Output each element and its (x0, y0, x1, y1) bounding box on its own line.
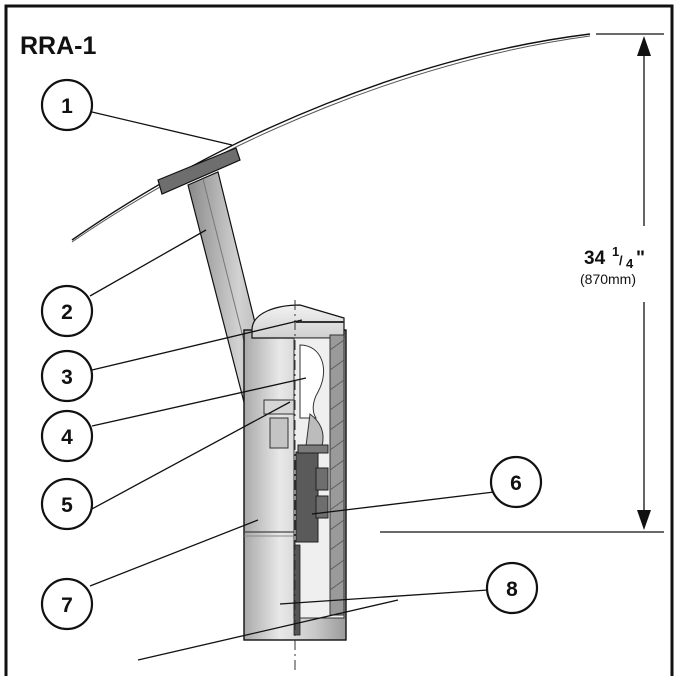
callout-1: 1 (40, 78, 94, 132)
dim-arrow-bottom (637, 510, 651, 530)
wall-hatching (329, 339, 345, 591)
callout-4-label: 4 (61, 426, 73, 449)
canopy-outer-line (71, 33, 591, 241)
callout-1-label: 1 (61, 95, 73, 118)
dim-fraction-num: 1 (612, 244, 619, 259)
callout-6: 6 (489, 455, 543, 509)
callout-8: 8 (485, 561, 539, 615)
dim-arrow-top (637, 36, 651, 56)
callout-3: 3 (40, 349, 94, 403)
ballast-block (295, 451, 319, 543)
anchor-rod (293, 544, 301, 636)
callout-7: 7 (40, 577, 94, 631)
callout-8-label: 8 (506, 578, 518, 601)
ballast-tab-upper (315, 467, 329, 491)
reflector-bracket (269, 417, 289, 449)
leader-lines (89, 111, 495, 605)
callout-2-label: 2 (61, 301, 73, 324)
dim-metric: (870mm) (580, 271, 636, 287)
dim-fraction-slash: / (619, 253, 623, 268)
model-label: RRA-1 (20, 32, 96, 60)
dim-inch-mark: " (636, 248, 645, 269)
canopy-inner-line (71, 35, 591, 243)
ballast-cap (297, 444, 329, 454)
ground-line (137, 599, 399, 661)
callout-7-label: 7 (61, 594, 73, 617)
figure-frame (4, 4, 674, 676)
callout-2: 2 (40, 284, 94, 338)
dim-imperial-whole: 34 (584, 248, 606, 269)
callout-6-label: 6 (510, 472, 522, 495)
callout-5: 5 (40, 477, 94, 531)
hatched-wall (329, 334, 345, 616)
callout-3-label: 3 (61, 366, 73, 389)
callout-4: 4 (40, 409, 94, 463)
ballast-tab-lower (315, 495, 329, 519)
canopy-bracket (157, 147, 241, 195)
dim-fraction-den: 4 (626, 256, 634, 271)
lamp-bulb (299, 344, 325, 419)
callout-5-label: 5 (61, 494, 73, 517)
